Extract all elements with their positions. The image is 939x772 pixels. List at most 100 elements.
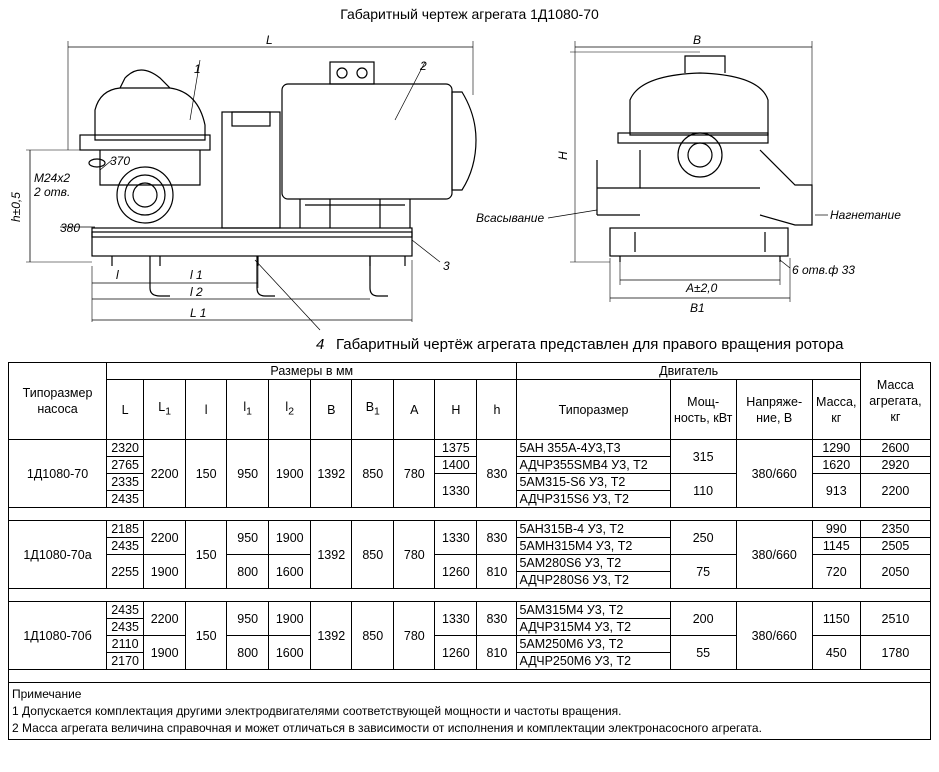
holes-label: 6 отв.ф 33 xyxy=(792,263,855,277)
table-cell: 1900 xyxy=(268,439,312,508)
table-row: 1Д1080-70а 2185 2200 150 950 1900 1392 8… xyxy=(7,520,932,589)
table-cell: 5АМ250М6 У3, Т2 xyxy=(516,635,671,653)
table-cell: 1400 xyxy=(434,456,478,474)
table-cell: 1375 xyxy=(434,439,478,457)
table-cell: 1600 xyxy=(268,554,312,589)
table-cell: 913 xyxy=(811,473,861,508)
dim-370-label: 370 xyxy=(110,154,130,168)
col-dims-group: Размеры в мм xyxy=(106,362,518,380)
table-cell: 800 xyxy=(226,635,270,670)
table-cell: 990 xyxy=(811,520,861,538)
dim-B1-label: B1 xyxy=(690,301,705,315)
table-cell: 2050 xyxy=(859,554,932,589)
table-cell: 2435 xyxy=(106,601,145,619)
table-cell: 780 xyxy=(393,439,436,508)
table-cell: 380/660 xyxy=(735,439,813,508)
table-cell: 2435 xyxy=(106,490,145,508)
table-row: 1Д1080-70б 2435 2200 150 950 1900 1392 8… xyxy=(7,601,932,670)
table-cell: 2200 xyxy=(143,439,187,508)
table-cell: АДЧР355SMB4 У3, Т2 xyxy=(516,456,671,474)
thread-label: M24x2 xyxy=(34,171,70,185)
table-cell: 2335 xyxy=(106,473,145,491)
table-cell: 150 xyxy=(185,439,228,508)
table-cell: 5АН 355А-4У3,Т3 xyxy=(516,439,671,457)
table-row: 2435 5АМН315М4 У3, Т2 1145 2505 xyxy=(9,537,932,555)
table-cell: 950 xyxy=(226,601,270,636)
table-cell: 2505 xyxy=(859,537,932,555)
table-cell: АДЧР280S6 У3, Т2 xyxy=(516,571,671,589)
table-cell: 380/660 xyxy=(735,601,813,670)
table-cell: 1620 xyxy=(811,456,861,474)
table-cell: 2510 xyxy=(859,601,932,636)
col-A: A xyxy=(393,379,436,440)
callout-4: 4 xyxy=(316,336,325,353)
table-cell: 2765 xyxy=(106,456,145,474)
table-cell: 110 xyxy=(669,473,737,508)
col-power: Мощ-ность, кВт xyxy=(669,379,737,440)
notes-row: Примечание 1 Допускается комплектация др… xyxy=(8,682,931,740)
discharge-label: Нагнетание xyxy=(830,208,901,222)
table-cell: 5АН315В-4 У3, Т2 xyxy=(516,520,671,538)
table-cell: 5АМН315М4 У3, Т2 xyxy=(516,537,671,555)
dim-l-label: l xyxy=(116,268,119,282)
pump-name-cell: 1Д1080-70б xyxy=(7,601,108,670)
table-cell: 1392 xyxy=(310,520,353,589)
table-cell: 1900 xyxy=(143,635,187,670)
table-cell: АДЧР315S6 У3, Т2 xyxy=(516,490,671,508)
table-cell: 2320 xyxy=(106,439,145,457)
table-cell: 2185 xyxy=(106,520,145,538)
dim-380-label: 380 xyxy=(60,221,80,235)
dim-l2-label: l 2 xyxy=(190,285,203,299)
table-cell: 2435 xyxy=(106,618,145,636)
dim-H-label: H xyxy=(556,151,570,160)
table-cell: 1330 xyxy=(434,520,478,555)
table-cell: 780 xyxy=(393,520,436,589)
table-cell: 2200 xyxy=(143,601,187,636)
table-cell: 800 xyxy=(226,554,270,589)
callout-2: 2 xyxy=(419,59,427,73)
table-row: 2110 1900 800 1600 1260 810 5АМ250М6 У3,… xyxy=(9,635,932,670)
table-cell: 2110 xyxy=(106,635,145,653)
col-L: L xyxy=(106,379,145,440)
dim-B-label: B xyxy=(693,33,701,47)
table-cell: 1260 xyxy=(434,635,478,670)
col-unit-mass: Масса агрегата, кг xyxy=(859,362,932,440)
table-cell: 2350 xyxy=(859,520,932,538)
drawing-caption: Габаритный чертёж агрегата представлен д… xyxy=(336,336,844,353)
table-cell: 200 xyxy=(669,601,737,636)
table-cell: 1150 xyxy=(811,601,861,636)
dim-A-label: A±2,0 xyxy=(685,281,718,295)
table-cell: 250 xyxy=(669,520,737,555)
table-row: 1Д1080-70 2320 2200 150 950 1900 1392 85… xyxy=(7,439,932,508)
col-l2: l2 xyxy=(268,379,312,440)
col-L1: L1 xyxy=(143,379,187,440)
pump-name-cell: 1Д1080-70 xyxy=(7,439,108,508)
table-cell: 720 xyxy=(811,554,861,589)
note-1: 1 Допускается комплектация другими элект… xyxy=(12,704,622,718)
spec-table: Типоразмер насоса Размеры в мм Двигатель… xyxy=(7,362,932,740)
table-cell: 1900 xyxy=(268,520,312,555)
table-cell: 1330 xyxy=(434,601,478,636)
table-cell: 1900 xyxy=(143,554,187,589)
table-cell: 2600 xyxy=(859,439,932,457)
col-B1: B1 xyxy=(351,379,395,440)
note-2: 2 Масса агрегата величина справочная и м… xyxy=(12,721,762,735)
col-H: H xyxy=(434,379,478,440)
callout-3: 3 xyxy=(443,259,450,273)
table-cell: 55 xyxy=(669,635,737,670)
table-cell: 2200 xyxy=(859,473,932,508)
pump-name-cell: 1Д1080-70а xyxy=(7,520,108,589)
table-cell: 780 xyxy=(393,601,436,670)
separator-row xyxy=(8,507,931,521)
table-cell: 1780 xyxy=(859,635,932,670)
table-cell: 1392 xyxy=(310,439,353,508)
table-row: 2435 АДЧР315S6 У3, Т2 xyxy=(9,490,931,508)
col-l: l xyxy=(185,379,228,440)
table-cell: 1900 xyxy=(268,601,312,636)
dim-l1-label: l 1 xyxy=(190,268,203,282)
col-pump-type: Типоразмер насоса xyxy=(7,362,108,440)
table-cell: 810 xyxy=(476,554,518,589)
table-cell: 2435 xyxy=(106,537,145,555)
table-cell: 315 xyxy=(669,439,737,474)
callout-1: 1 xyxy=(194,62,201,76)
